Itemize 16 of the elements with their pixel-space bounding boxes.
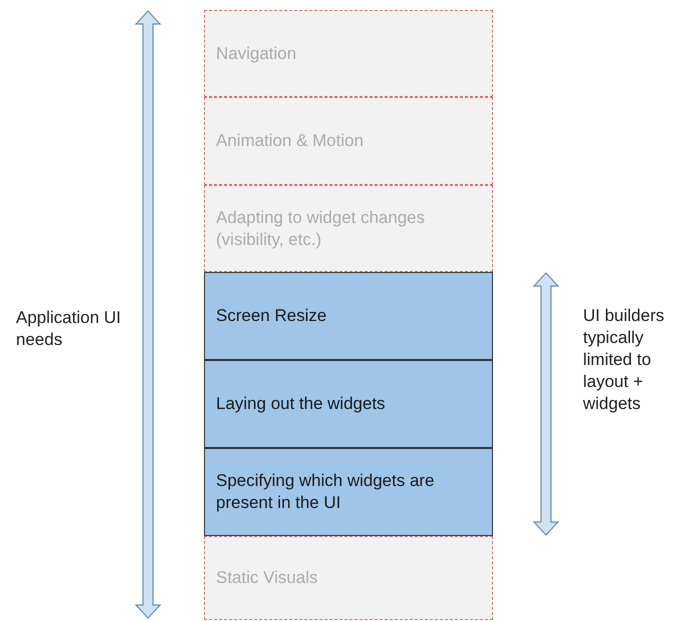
layer-box [204,185,493,272]
layer-box [204,97,493,185]
side-note: UI builders typically limited to layout + widgets [583,305,666,415]
layer-label: Static Visuals [216,567,318,589]
layer-label: Specifying which widgets are present in the UI [216,470,436,514]
layer-label: Navigation [216,42,296,64]
layer-box [204,10,493,97]
layer-label: Laying out the widgets [216,393,386,415]
layer-label: Screen Resize [216,305,327,327]
layer-box [204,536,493,620]
layer-box [204,448,493,536]
layer-label: Adapting to widget changes (visibility, etc.) [216,206,426,250]
layer-box [204,272,493,360]
layer-label: Animation & Motion [216,130,364,152]
layer-box [204,360,493,448]
side-note: Application UI needs [16,307,122,351]
